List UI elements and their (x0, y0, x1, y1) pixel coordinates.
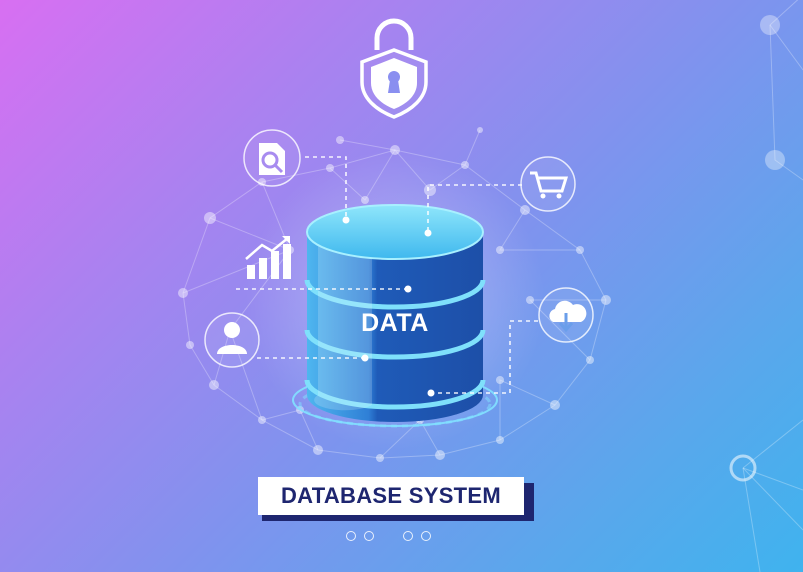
node-ring (729, 454, 757, 482)
dot (346, 531, 356, 541)
dot (403, 531, 413, 541)
bar-chart-icon (245, 236, 291, 279)
decorative-dots (346, 531, 436, 545)
document-search-icon (243, 129, 301, 187)
cloud-download-icon (538, 287, 594, 343)
network-lines (182, 0, 803, 572)
database-cylinder (304, 204, 486, 422)
shopping-cart-icon (520, 156, 576, 212)
connector-lines (236, 156, 538, 394)
database-label: DATA (361, 309, 429, 337)
user-icon (204, 312, 260, 368)
dot (421, 531, 431, 541)
connector-dots (342, 216, 435, 397)
lock-shield-icon (360, 18, 428, 119)
dot (364, 531, 374, 541)
title-banner: DATABASE SYSTEM (258, 477, 534, 521)
banner-title: DATABASE SYSTEM (258, 477, 524, 515)
